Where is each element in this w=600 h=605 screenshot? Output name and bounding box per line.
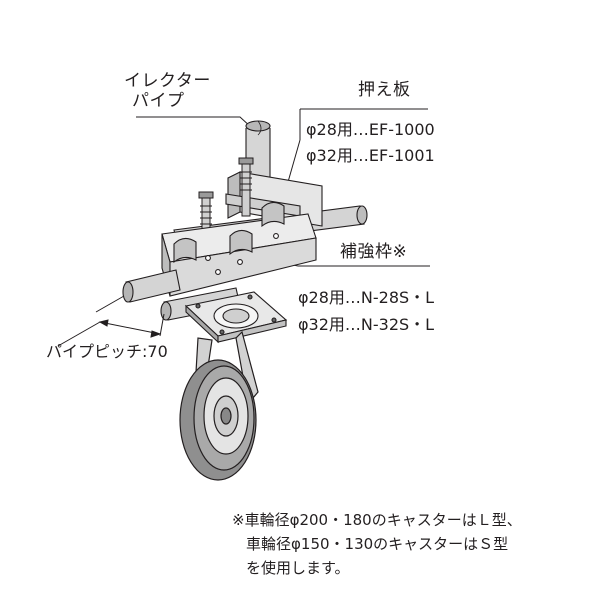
label-pressure-plate: 押え板 (358, 80, 411, 100)
note-line-1: ※車輪径φ200・180のキャスターはＬ型、 (232, 511, 522, 529)
label-reinforcement-frame: 補強枠※ (340, 242, 408, 262)
bolt-right (238, 157, 254, 217)
label-reinforcement-frame-32: φ32用…N-32S・L (298, 315, 435, 334)
label-erector-pipe-line2: パイプ (132, 91, 185, 111)
note-line-2: 車輪径φ150・130のキャスターはＳ型 (246, 535, 509, 553)
label-erector-pipe-line1: イレクター (124, 71, 211, 91)
note-line-3: を使用します。 (246, 559, 350, 577)
front-horizontal-pipe (122, 269, 241, 321)
caster-top-plate (184, 291, 288, 344)
reinforcement-frame (161, 201, 317, 297)
label-pressure-plate-32: φ32用…EF-1001 (306, 146, 435, 165)
label-pipe-pitch: パイプピッチ:70 (46, 342, 168, 361)
caster-wheel (179, 330, 259, 481)
pipe-pitch-dimension (57, 295, 165, 347)
label-reinforcement-frame-28: φ28用…N-28S・L (298, 288, 435, 307)
label-pressure-plate-28: φ28用…EF-1000 (306, 120, 435, 139)
